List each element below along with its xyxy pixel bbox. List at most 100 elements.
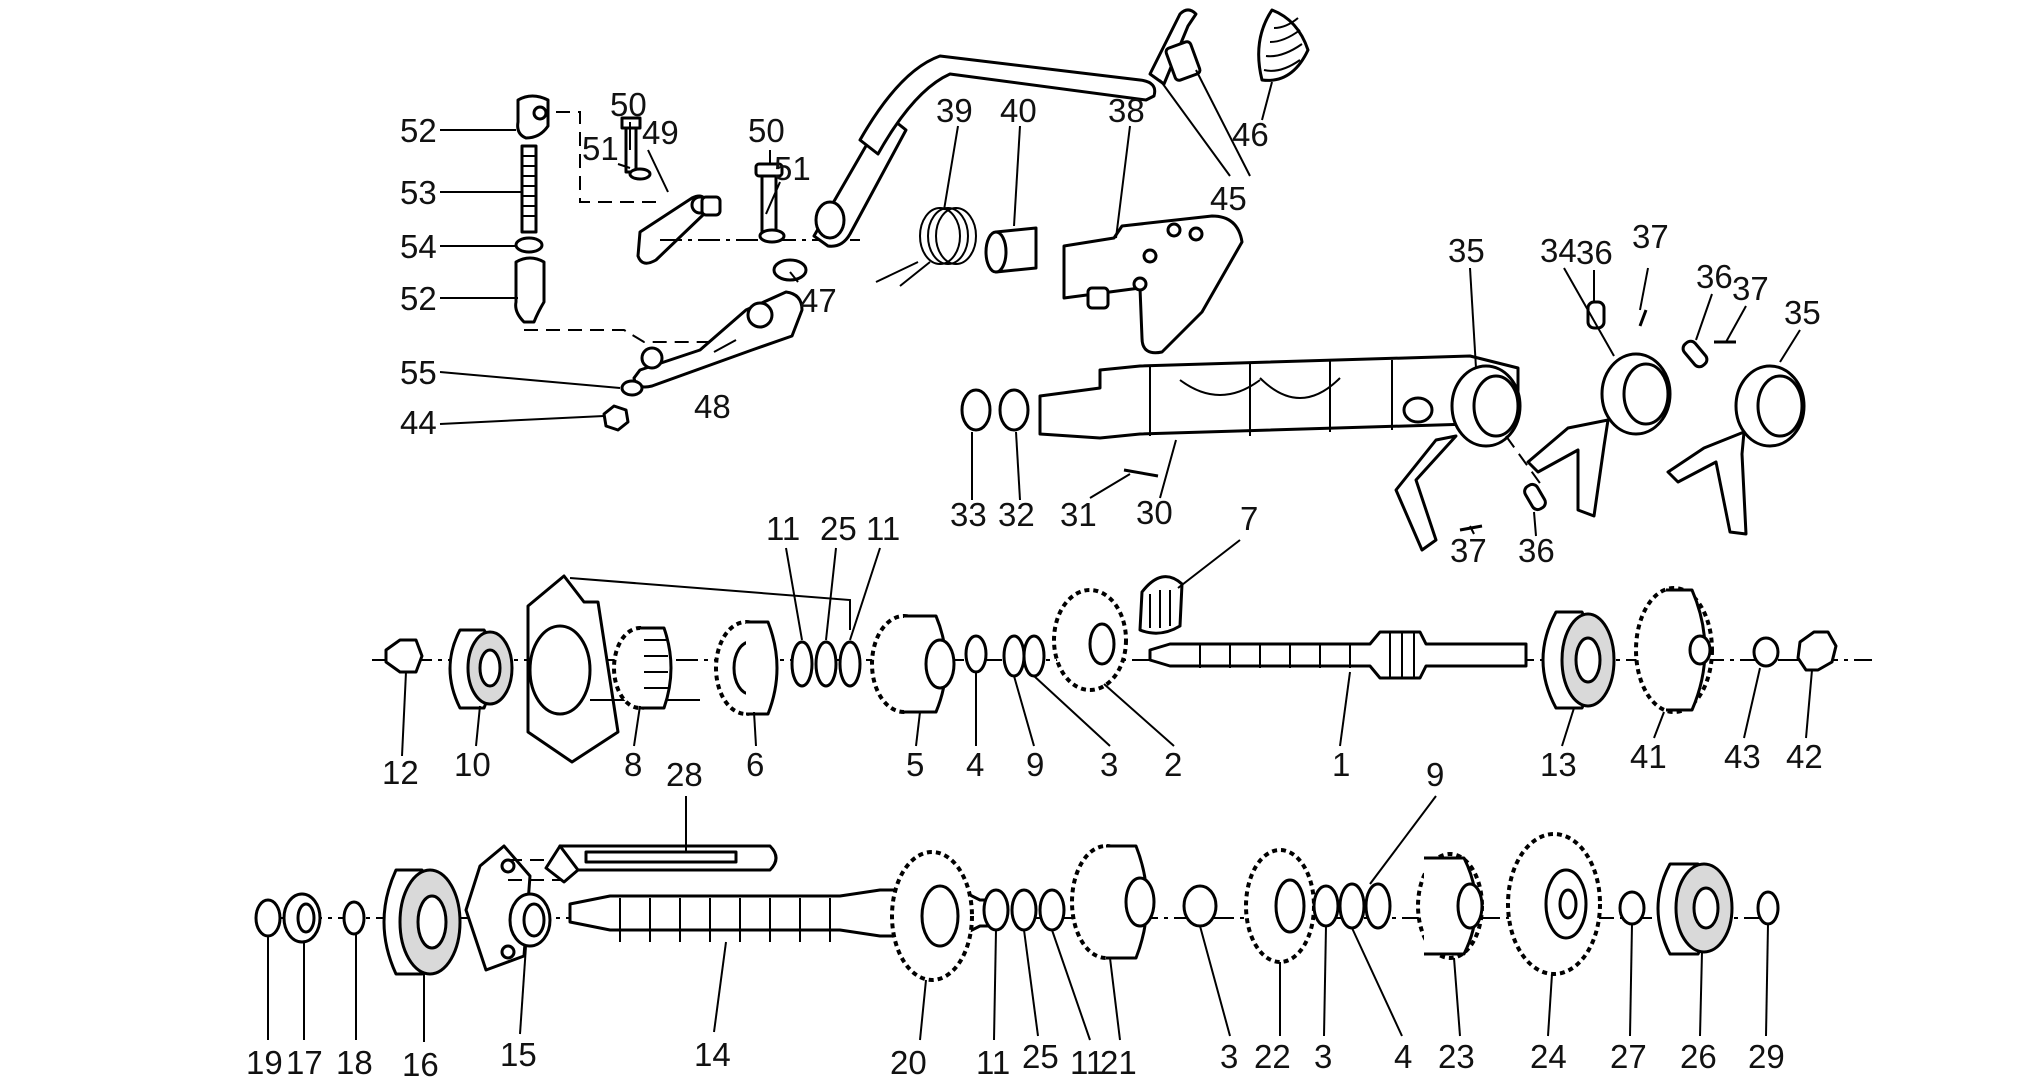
- bearing-flange: [464, 844, 568, 972]
- circlip-19: [254, 898, 282, 938]
- callout-30: 30: [1136, 494, 1173, 531]
- return-spring: [875, 207, 977, 287]
- nut-42: [1796, 630, 1838, 672]
- o-ring-18: [342, 900, 366, 936]
- callout-34: 34: [1540, 232, 1577, 269]
- oil-seal-15: [508, 892, 552, 948]
- callout-45: 45: [1210, 180, 1247, 217]
- callout-39: 39: [936, 92, 973, 129]
- ball-joint-upper: [516, 94, 660, 203]
- callout-25b: 25: [1022, 1038, 1059, 1075]
- callout-19: 19: [246, 1044, 283, 1081]
- callout-23: 23: [1438, 1038, 1475, 1075]
- gear-21: [1070, 844, 1156, 960]
- bearing-13: [1541, 610, 1616, 710]
- callout-6: 6: [746, 746, 764, 783]
- callout-36c: 36: [1518, 532, 1555, 569]
- washer-9-b: [1364, 882, 1392, 930]
- layshaft-row: [254, 832, 1780, 982]
- callout-18: 18: [336, 1044, 373, 1081]
- shim-3-b: [1182, 884, 1218, 928]
- shaft-28: [544, 844, 778, 884]
- callout-37c: 37: [1450, 532, 1487, 569]
- gear-22: [1244, 848, 1316, 964]
- roller-pin-36a: [1586, 300, 1606, 330]
- callout-11d: 11: [1070, 1044, 1104, 1081]
- callout-11b: 11: [866, 510, 900, 547]
- bush-25-b: [1010, 888, 1038, 932]
- callout-50a: 50: [610, 86, 647, 123]
- callout-55: 55: [400, 354, 437, 391]
- leader-lines: [267, 69, 1813, 1042]
- callout-20: 20: [890, 1044, 927, 1081]
- callout-3a: 3: [1100, 746, 1118, 783]
- gear-5: [870, 614, 956, 714]
- callout-3c: 3: [1314, 1038, 1332, 1075]
- callout-11a: 11: [766, 510, 800, 547]
- gear-20: [890, 850, 974, 982]
- callout-1: 1: [1332, 746, 1350, 783]
- selector-drum-assembly: [960, 300, 1806, 552]
- bearing-10: [448, 628, 514, 710]
- pin-31: [1123, 468, 1159, 478]
- callout-11c: 11: [976, 1044, 1010, 1081]
- kickstart-lever: [812, 8, 1202, 248]
- callout-52b: 52: [400, 280, 437, 317]
- ring-4: [964, 634, 988, 674]
- shim-11-c: [982, 888, 1010, 932]
- bearing-16: [382, 868, 462, 976]
- callout-44: 44: [400, 404, 437, 441]
- ring-4-b: [1338, 882, 1366, 930]
- needle-bearing-7: [1138, 575, 1184, 635]
- callout-37a: 37: [1632, 218, 1669, 255]
- callout-42: 42: [1786, 738, 1823, 775]
- split-pin-37a: [1638, 309, 1648, 327]
- bushing: [984, 226, 1038, 274]
- gear-8: [612, 626, 673, 710]
- callout-46: 46: [1232, 116, 1269, 153]
- callout-26: 26: [1680, 1038, 1717, 1075]
- callout-35a: 35: [1448, 232, 1485, 269]
- main-shaft-row: [372, 574, 1872, 764]
- washer-27: [1618, 890, 1646, 926]
- callout-36b: 36: [1696, 258, 1733, 295]
- callout-10: 10: [454, 746, 491, 783]
- callout-4b: 4: [1394, 1038, 1412, 1075]
- gear-41: [1634, 586, 1714, 714]
- callout-43: 43: [1724, 738, 1761, 775]
- callout-4a: 4: [966, 746, 984, 783]
- callout-47: 47: [800, 282, 837, 319]
- callout-16: 16: [402, 1046, 439, 1083]
- callout-35b: 35: [1784, 294, 1821, 331]
- callout-9a: 9: [1026, 746, 1044, 783]
- callout-53: 53: [400, 174, 437, 211]
- callout-54: 54: [400, 228, 437, 265]
- selector-arm: [632, 258, 808, 389]
- callout-2: 2: [1164, 746, 1182, 783]
- callout-52a: 52: [400, 112, 437, 149]
- shim-11-a: [790, 640, 814, 688]
- callout-51a: 51: [582, 130, 619, 167]
- callout-38: 38: [1108, 92, 1145, 129]
- washer-43: [1752, 636, 1780, 668]
- callout-13: 13: [1540, 746, 1577, 783]
- callout-27: 27: [1610, 1038, 1647, 1075]
- shift-lever-49: [636, 194, 860, 265]
- washer-32: [998, 388, 1030, 432]
- callout-50b: 50: [748, 112, 785, 149]
- washer-55: [620, 379, 644, 397]
- callout-22: 22: [1254, 1038, 1291, 1075]
- selector-plate: [1062, 214, 1244, 355]
- callout-9b: 9: [1426, 756, 1444, 793]
- bearing-26: [1656, 862, 1734, 956]
- callout-32: 32: [998, 496, 1035, 533]
- callout-36a: 36: [1576, 234, 1613, 271]
- lock-nut: [514, 236, 544, 254]
- gearbox-cover-plate: [526, 574, 851, 764]
- shim-3-c: [1312, 884, 1340, 928]
- callout-31: 31: [1060, 496, 1097, 533]
- shift-fork-35-left: [1394, 364, 1522, 552]
- nut-12: [384, 638, 424, 674]
- ring-nut-17: [282, 892, 322, 944]
- roller-pin-36b: [1681, 339, 1709, 369]
